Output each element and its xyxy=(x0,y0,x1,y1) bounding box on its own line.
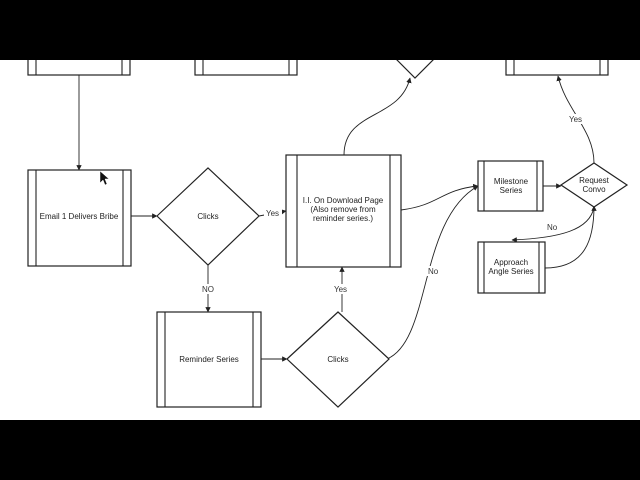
node-clicks-2: Clicks xyxy=(286,311,390,408)
reminder-series-label: Reminder Series xyxy=(179,355,239,364)
node-download-page: I.I. On Download Page (Also remove from … xyxy=(285,154,402,268)
label-clicks2-no: No xyxy=(428,267,439,276)
top-letterbox xyxy=(0,0,640,60)
request-convo-line-2: Convo xyxy=(582,185,606,194)
edge-labels: Yes NO Yes No No Yes xyxy=(200,114,583,294)
approach-angle-line-2: Angle Series xyxy=(488,267,533,276)
edge-clicks2-no xyxy=(386,185,479,360)
edge-request-no xyxy=(511,206,595,243)
email-bribe-label: Email 1 Delivers Bribe xyxy=(40,212,119,221)
node-approach-angle-series: Approach Angle Series xyxy=(477,241,546,294)
node-email-bribe: Email 1 Delivers Bribe xyxy=(27,169,132,267)
node-reminder-series: Reminder Series xyxy=(156,311,262,408)
top-left-process-partial xyxy=(27,60,131,76)
label-request-no: No xyxy=(547,223,558,232)
edges xyxy=(76,75,597,362)
download-page-line-2: (Also remove from xyxy=(310,205,376,214)
mouse-pointer-icon xyxy=(99,170,110,186)
top-decision-partial xyxy=(396,60,434,79)
flowchart-svg: Email 1 Delivers Bribe Clicks I.I. On Do… xyxy=(27,60,629,408)
node-request-convo: Request Convo xyxy=(559,162,629,208)
top-middle-process-partial xyxy=(194,60,298,76)
top-right-process-partial xyxy=(505,60,609,76)
label-clicks2-yes: Yes xyxy=(334,285,347,294)
node-milestone-series: Milestone Series xyxy=(477,160,544,212)
approach-angle-line-1: Approach xyxy=(494,258,528,267)
edge-download-to-top xyxy=(343,77,412,156)
label-request-yes: Yes xyxy=(569,115,582,124)
download-page-line-3: reminder series.) xyxy=(313,214,373,223)
request-convo-line-1: Request xyxy=(579,176,610,185)
flowchart-canvas: Email 1 Delivers Bribe Clicks I.I. On Do… xyxy=(0,60,640,420)
milestone-series-line-2: Series xyxy=(500,186,523,195)
node-clicks-1: Clicks xyxy=(156,167,260,266)
label-clicks1-yes: Yes xyxy=(266,209,279,218)
clicks-2-label: Clicks xyxy=(327,355,348,364)
download-page-line-1: I.I. On Download Page xyxy=(303,196,384,205)
edge-approach-to-request xyxy=(544,205,597,269)
milestone-series-line-1: Milestone xyxy=(494,177,529,186)
edge-download-to-milestone xyxy=(400,183,479,211)
bottom-letterbox xyxy=(0,420,640,480)
clicks-1-label: Clicks xyxy=(197,212,218,221)
label-clicks1-no: NO xyxy=(202,285,214,294)
